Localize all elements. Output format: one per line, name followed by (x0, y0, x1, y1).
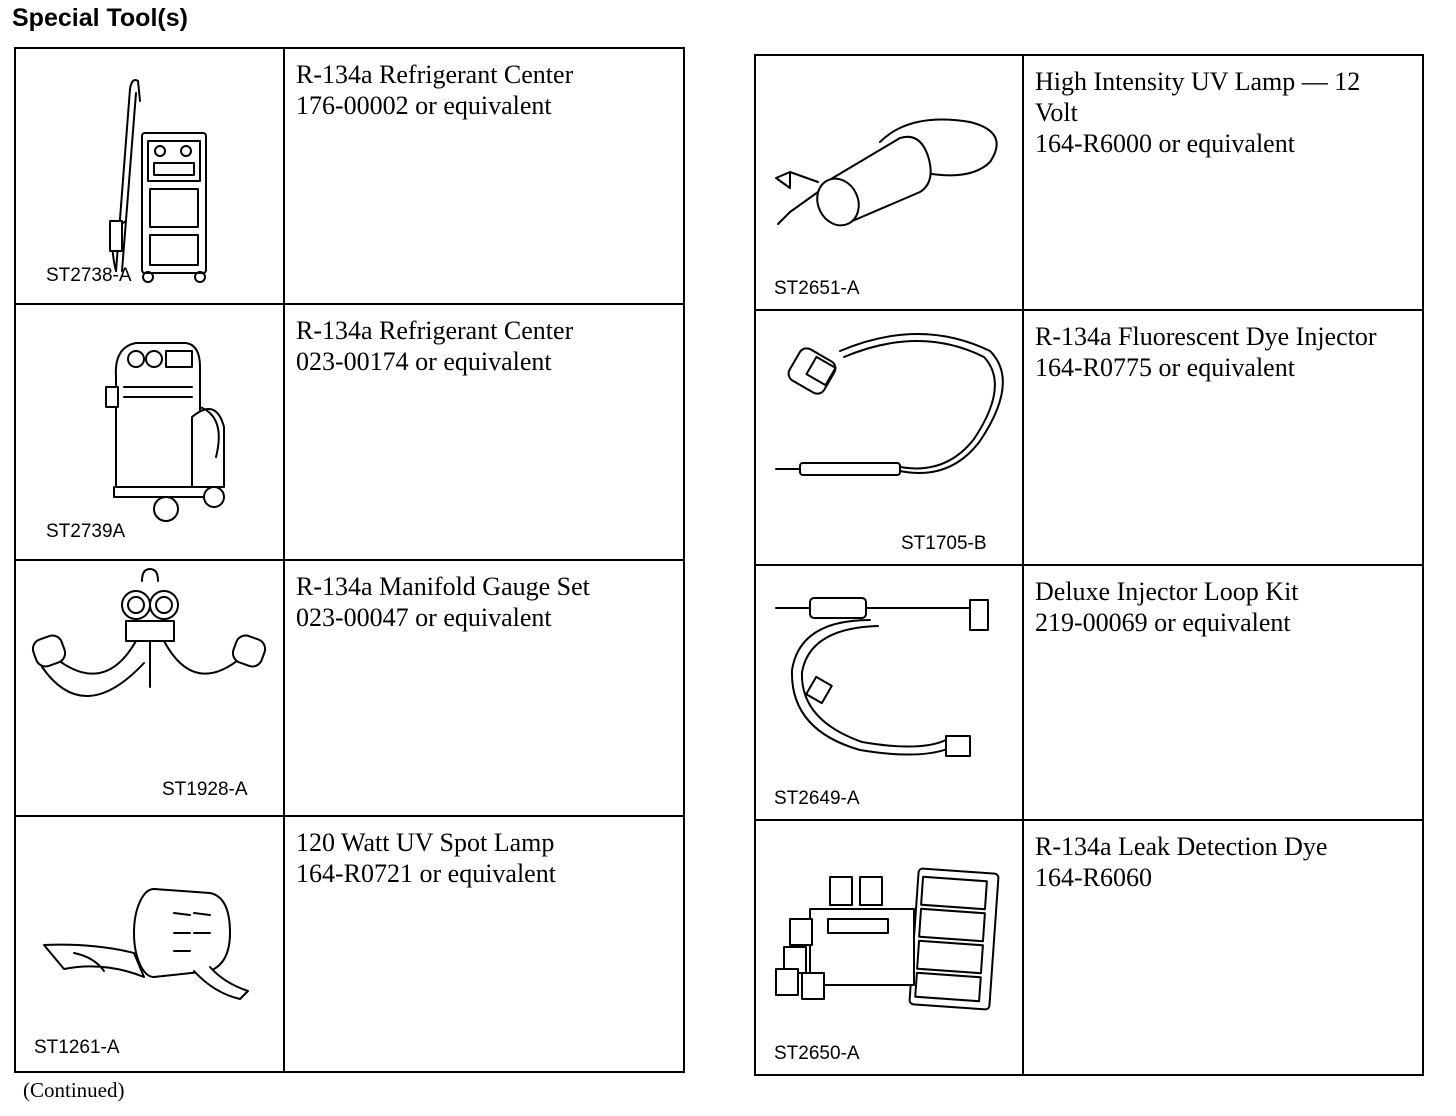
tool-name: R-134a Refrigerant Center (296, 316, 574, 345)
tool-part-number: 219-00069 or equivalent (1035, 608, 1291, 637)
tool-illustration-cell: ST2738-A (14, 47, 285, 305)
tool-name: Deluxe Injector Loop Kit (1035, 577, 1299, 606)
leak-detection-dye-kit-icon (775, 867, 1000, 1011)
tool-name: R-134a Leak Detection Dye (1035, 832, 1328, 861)
tool-part-number: 164-R6000 or equivalent (1035, 129, 1295, 158)
tool-description: R-134a Refrigerant Center 176-00002 or e… (283, 47, 685, 305)
tool-illustration-cell: ST2650-A (754, 819, 1024, 1076)
tool-illustration-cell: ST1705-B (754, 309, 1024, 566)
tool-part-number: 023-00047 or equivalent (296, 603, 552, 632)
tool-code: ST2649-A (774, 788, 860, 809)
injector-loop-kit-icon (775, 597, 989, 757)
special-tools-table-left: ST2738-A R-134a Refrigerant Center 176-0… (14, 47, 685, 1073)
tool-name: R-134a Manifold Gauge Set (296, 572, 590, 601)
tool-part-number: 176-00002 or equivalent (296, 91, 552, 120)
tool-row: ST2650-A R-134a Leak Detection Dye 164-R… (754, 819, 1424, 1076)
tool-illustration-cell: ST2649-A (754, 564, 1024, 821)
tool-description: R-134a Refrigerant Center 023-00174 or e… (283, 303, 685, 561)
tool-name: High Intensity UV Lamp — 12 (1035, 67, 1361, 96)
uv-spot-lamp-icon (43, 888, 249, 1000)
manifold-gauge-set-icon (31, 568, 267, 697)
tool-code: ST2650-A (774, 1043, 860, 1064)
refrigerant-center-station-icon (105, 342, 225, 522)
tool-code: ST2651-A (774, 278, 860, 299)
refrigerant-center-cart-icon (109, 79, 207, 283)
continued-note: (Continued) (23, 1078, 125, 1102)
tool-row: ST1261-A 120 Watt UV Spot Lamp 164-R0721… (14, 815, 685, 1073)
tool-illustration-cell: ST2739A (14, 303, 285, 561)
tool-description: R-134a Leak Detection Dye 164-R6060 (1022, 819, 1424, 1076)
tool-code: ST2738-A (46, 265, 132, 286)
tool-row: ST2738-A R-134a Refrigerant Center 176-0… (14, 47, 685, 305)
tool-row: ST1928-A R-134a Manifold Gauge Set 023-0… (14, 559, 685, 817)
tool-illustration-cell: ST1261-A (14, 815, 285, 1073)
tool-row: ST2649-A Deluxe Injector Loop Kit 219-00… (754, 564, 1424, 821)
special-tools-table-right: ST2651-A High Intensity UV Lamp — 12 Vol… (754, 54, 1424, 1076)
tool-description: R-134a Fluorescent Dye Injector 164-R077… (1022, 309, 1424, 566)
page-title: Special Tool(s) (12, 4, 188, 32)
tool-description: Deluxe Injector Loop Kit 219-00069 or eq… (1022, 564, 1424, 821)
tool-description: R-134a Manifold Gauge Set 023-00047 or e… (283, 559, 685, 817)
tool-code: ST1261-A (34, 1037, 120, 1058)
tool-name: 120 Watt UV Spot Lamp (296, 828, 555, 857)
uv-lamp-12-volt-icon (775, 118, 998, 227)
tool-row: ST2651-A High Intensity UV Lamp — 12 Vol… (754, 54, 1424, 311)
tool-illustration-cell: ST2651-A (754, 54, 1024, 311)
tool-part-number: 023-00174 or equivalent (296, 347, 552, 376)
tool-part-number: 164-R0775 or equivalent (1035, 353, 1295, 382)
tool-name: R-134a Refrigerant Center (296, 60, 574, 89)
tool-illustration-cell: ST1928-A (14, 559, 285, 817)
tool-code: ST1705-B (901, 533, 987, 554)
tool-row: ST2739A R-134a Refrigerant Center 023-00… (14, 303, 685, 561)
tool-description: 120 Watt UV Spot Lamp 164-R0721 or equiv… (283, 815, 685, 1073)
tool-row: ST1705-B R-134a Fluorescent Dye Injector… (754, 309, 1424, 566)
tool-code: ST1928-A (162, 779, 248, 800)
dye-injector-icon (775, 333, 1004, 476)
tool-part-number: 164-R6060 (1035, 863, 1152, 892)
tool-name-continued: Volt (1035, 98, 1078, 127)
tool-code: ST2739A (46, 521, 126, 542)
tool-description: High Intensity UV Lamp — 12 Volt 164-R60… (1022, 54, 1424, 311)
tool-name: R-134a Fluorescent Dye Injector (1035, 322, 1377, 351)
tool-part-number: 164-R0721 or equivalent (296, 859, 556, 888)
